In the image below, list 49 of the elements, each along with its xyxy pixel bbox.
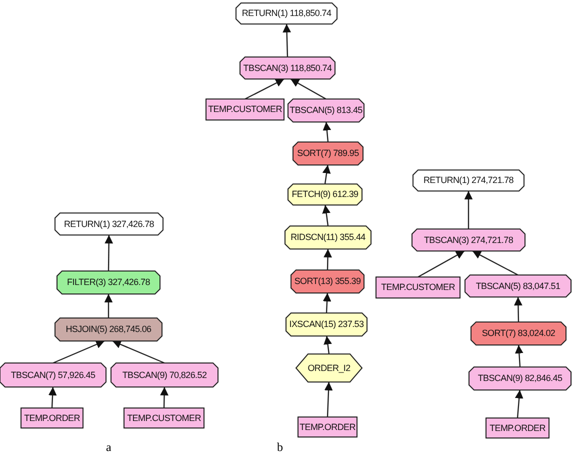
node-label: SORT(13) 355.39 <box>294 277 361 286</box>
arrow <box>472 250 518 276</box>
node-label: FILTER(3) 327,426.78 <box>67 278 150 287</box>
arrow <box>322 164 331 184</box>
node-label: TEMP.ORDER <box>300 422 356 432</box>
node-label: TBSCAN(7) 57,926.45 <box>10 370 96 380</box>
node-label: TBSCAN(9) 82,846.45 <box>478 374 562 383</box>
node-label: TEMP.CUSTOMER <box>208 105 282 114</box>
node-label: TBSCAN(3) 118,850.74 <box>243 64 332 72</box>
node-label: TEMP.ORDER <box>490 424 546 432</box>
arrow <box>112 340 165 364</box>
node-label: HSJOIN(5) 268,745.06 <box>66 325 152 334</box>
node-label: ORDER_I2 <box>308 364 350 372</box>
node-label: FETCH(9) 612.39 <box>292 190 358 199</box>
arrow <box>324 382 333 418</box>
node-label: TBSCAN(9) 70,826.52 <box>122 370 207 380</box>
arrow <box>104 294 113 318</box>
arrow <box>160 386 168 408</box>
arrow <box>52 340 105 364</box>
arrow <box>322 204 330 226</box>
arrow <box>464 191 473 229</box>
node-label: SORT(7) 83,024.02 <box>482 329 556 338</box>
node-label: TBSCAN(5) 83,047.51 <box>476 282 560 290</box>
arrow <box>514 344 524 368</box>
arrow <box>514 390 524 418</box>
node-label: TEMP.CUSTOMER <box>127 414 201 422</box>
arrow <box>244 78 284 100</box>
arrow <box>282 24 291 58</box>
node-label: SORT(7) 789.95 <box>297 149 359 158</box>
arrow <box>514 296 522 322</box>
arrow <box>418 250 465 278</box>
arrow <box>48 386 57 408</box>
node-label: RETURN(1) 327,426.78 <box>64 220 154 228</box>
node-label: RIDSCN(11) 355.44 <box>290 233 366 242</box>
node-label: RETURN(1) 118,850.74 <box>242 9 332 18</box>
panel-label: b <box>277 440 283 455</box>
node-label: TBSCAN(3) 274,721.78 <box>424 236 514 244</box>
node-label: TBSCAN(5) 813.45 <box>290 106 362 115</box>
node-label: RETURN(1) 274,721.78 <box>423 176 514 185</box>
node-label: IXSCAN(15) 237.53 <box>289 320 364 329</box>
arrow <box>324 248 332 270</box>
panel-label: a <box>106 440 112 455</box>
arrow <box>290 78 326 100</box>
arrow <box>322 122 332 142</box>
node-label: TEMP.ORDER <box>24 414 80 422</box>
arrow <box>324 336 332 354</box>
arrow <box>104 235 114 271</box>
arrow <box>322 292 332 314</box>
node-label: TEMP.CUSTOMER <box>381 283 455 292</box>
